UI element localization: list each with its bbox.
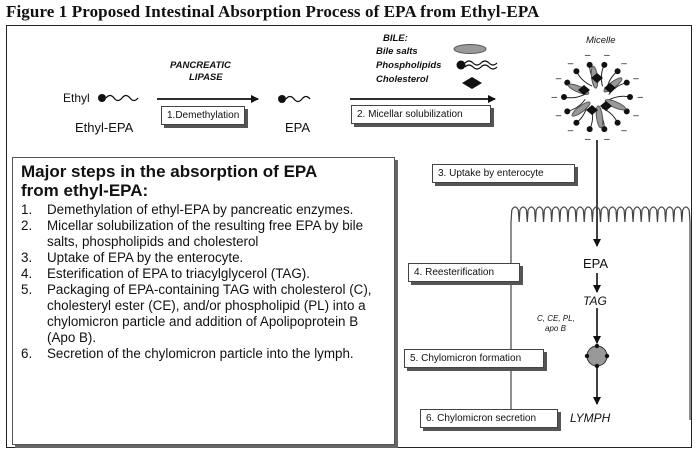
ethyl-epa-molecule-icon [98,94,139,102]
micelle-icon: –––––––––––––– [552,50,644,145]
lymph-label: LYMPH [570,411,611,425]
svg-text:–: – [638,92,644,103]
figure-frame [6,25,692,448]
additives-label-line1: C, CE, PL, [537,314,575,323]
major-steps-heading-line2: from ethyl-EPA: [21,181,149,200]
major-steps-heading: Major steps in the absorption of EPA fro… [21,162,388,200]
svg-text:–: – [556,73,562,84]
enterocyte-epa-label: EPA [583,256,609,271]
step-text: Esterification of EPA to triacylglycerol… [47,266,310,281]
major-steps-panel: Major steps in the absorption of EPA fro… [12,157,395,445]
svg-text:–: – [604,50,610,61]
svg-text:–: – [568,58,574,69]
svg-text:–: – [585,50,591,61]
svg-text:–: – [604,134,610,145]
list-item: 3.Uptake of EPA by the enterocyte. [21,250,388,266]
svg-text:–: – [552,92,558,103]
epa-molecule-icon [278,95,311,103]
list-item: 6.Secretion of the chylomicron particle … [21,346,388,362]
enzyme-label-line2: LIPASE [189,72,223,83]
bile-item-bile-salts: Bile salts [376,46,418,57]
svg-text:–: – [568,126,574,137]
chylomicron-particle-icon [584,343,610,369]
svg-text:–: – [556,111,562,122]
bile-salt-icon [453,44,487,54]
phospholipid-icon [456,60,498,70]
enterocyte-outline [510,206,691,420]
figure-title: Figure 1 Proposed Intestinal Absorption … [6,2,540,21]
additives-label-line2: apo B [545,324,566,333]
micelle-label: Micelle [586,35,616,46]
cholesterol-icon [462,77,482,89]
enzyme-label-line1: PANCREATIC [170,60,231,71]
step-box-chylomicron-formation: 5. Chylomicron formation [404,349,544,368]
step-box-reesterification: 4. Reesterification [408,263,520,282]
list-item: 5.Packaging of EPA-containing TAG with c… [21,282,388,346]
step-text: Packaging of EPA-containing TAG with cho… [47,282,372,345]
svg-text:–: – [621,58,627,69]
step-box-uptake: 3. Uptake by enterocyte [432,164,575,183]
step-box-chylomicron-secretion: 6. Chylomicron secretion [420,409,558,428]
ethyl-epa-label: Ethyl-EPA [75,120,134,135]
list-item: 1.Demethylation of ethyl-EPA by pancreat… [21,202,388,218]
list-item: 4.Esterification of EPA to triacylglycer… [21,266,388,282]
major-steps-list: 1.Demethylation of ethyl-EPA by pancreat… [21,202,388,362]
bile-item-cholesterol: Cholesterol [376,74,429,85]
bile-heading: BILE: [383,33,408,44]
step-box-demethylation: 1.Demethylation [161,106,245,125]
step-text: Micellar solubilization of the resulting… [47,218,364,249]
step-text: Demethylation of ethyl-EPA by pancreatic… [47,202,354,217]
step-text: Secretion of the chylomicron particle in… [47,346,354,361]
list-item: 2.Micellar solubilization of the resulti… [21,218,388,250]
step-text: Uptake of EPA by the enterocyte. [47,250,244,265]
svg-text:–: – [621,126,627,137]
enterocyte-tag-label: TAG [583,294,607,308]
svg-text:–: – [633,111,639,122]
svg-text:–: – [585,134,591,145]
bile-item-phospholipids: Phospholipids [376,60,442,71]
ethyl-prefix-label: Ethyl [63,91,90,105]
major-steps-heading-line1: Major steps in the absorption of EPA [21,162,318,181]
epa-label: EPA [285,120,311,135]
svg-text:–: – [633,73,639,84]
step-box-micellar-solubilization: 2. Micellar solubilization [351,105,491,124]
